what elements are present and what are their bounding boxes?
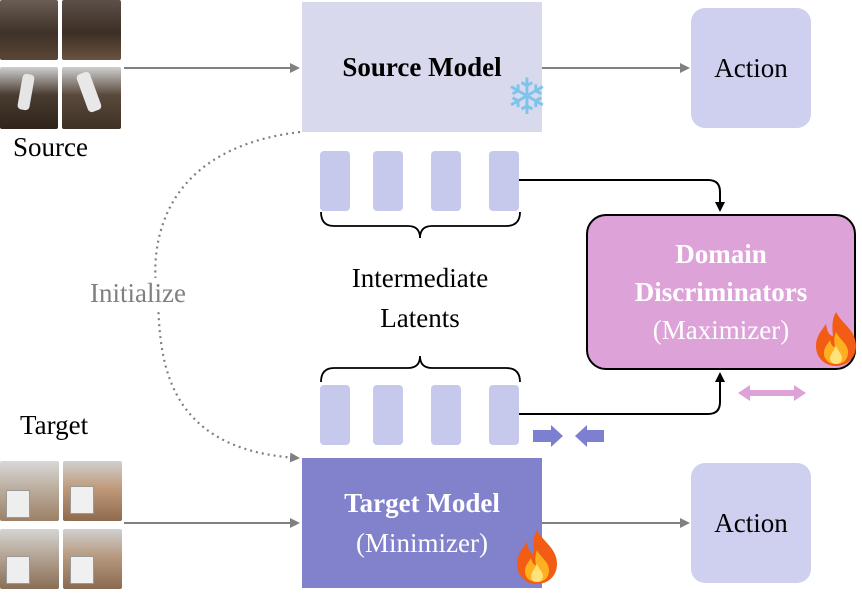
target-model-box: Target Model (Minimizer) xyxy=(302,458,542,588)
source-image-1 xyxy=(0,0,58,60)
action-top-label: Action xyxy=(714,52,788,83)
source-latent xyxy=(489,151,519,211)
discriminator-box: Domain Discriminators (Maximizer) xyxy=(586,214,856,370)
cube-sketch xyxy=(6,556,30,584)
action-bottom-label: Action xyxy=(714,507,788,538)
action-top-box: Action xyxy=(691,8,811,128)
initialize-label: Initialize xyxy=(88,278,188,309)
latents-label: Intermediate Latents xyxy=(320,258,520,338)
source-latent-to-discriminator-arrow xyxy=(518,179,725,212)
target-latent-to-discriminator-arrow xyxy=(518,372,725,415)
source-model-label: Source Model xyxy=(342,51,502,82)
target-latent xyxy=(320,385,350,445)
fire-icon xyxy=(816,312,856,366)
latents-label-line1: Intermediate xyxy=(351,263,489,293)
source-latent xyxy=(320,151,350,211)
target-label: Target xyxy=(20,410,89,440)
fire-icon xyxy=(517,530,557,584)
action-bottom-box: Action xyxy=(691,463,811,583)
snowflake-icon: ❄ xyxy=(506,68,548,126)
cube-sketch xyxy=(70,556,94,584)
target-latent xyxy=(373,385,403,445)
push-apart-arrow xyxy=(738,385,806,401)
target-latents-brace xyxy=(320,355,521,383)
target-model-sublabel: (Minimizer) xyxy=(356,528,488,558)
source-image-2 xyxy=(62,0,121,60)
target-model-label: Target Model xyxy=(344,488,500,518)
source-latent xyxy=(373,151,403,211)
source-model-box: Source Model xyxy=(302,2,542,132)
target-latent xyxy=(431,385,461,445)
pull-together-arrows xyxy=(533,425,604,447)
discriminator-line1: Domain xyxy=(675,239,767,269)
discriminator-line2: Discriminators xyxy=(634,277,808,307)
cube-sketch xyxy=(70,486,94,514)
cube-sketch xyxy=(6,490,30,518)
source-latent xyxy=(431,151,461,211)
target-latent xyxy=(489,385,519,445)
source-label: Source xyxy=(13,132,88,162)
latents-label-line2: Latents xyxy=(380,303,460,333)
discriminator-line3: (Maximizer) xyxy=(652,315,790,345)
source-latents-brace xyxy=(320,211,521,239)
